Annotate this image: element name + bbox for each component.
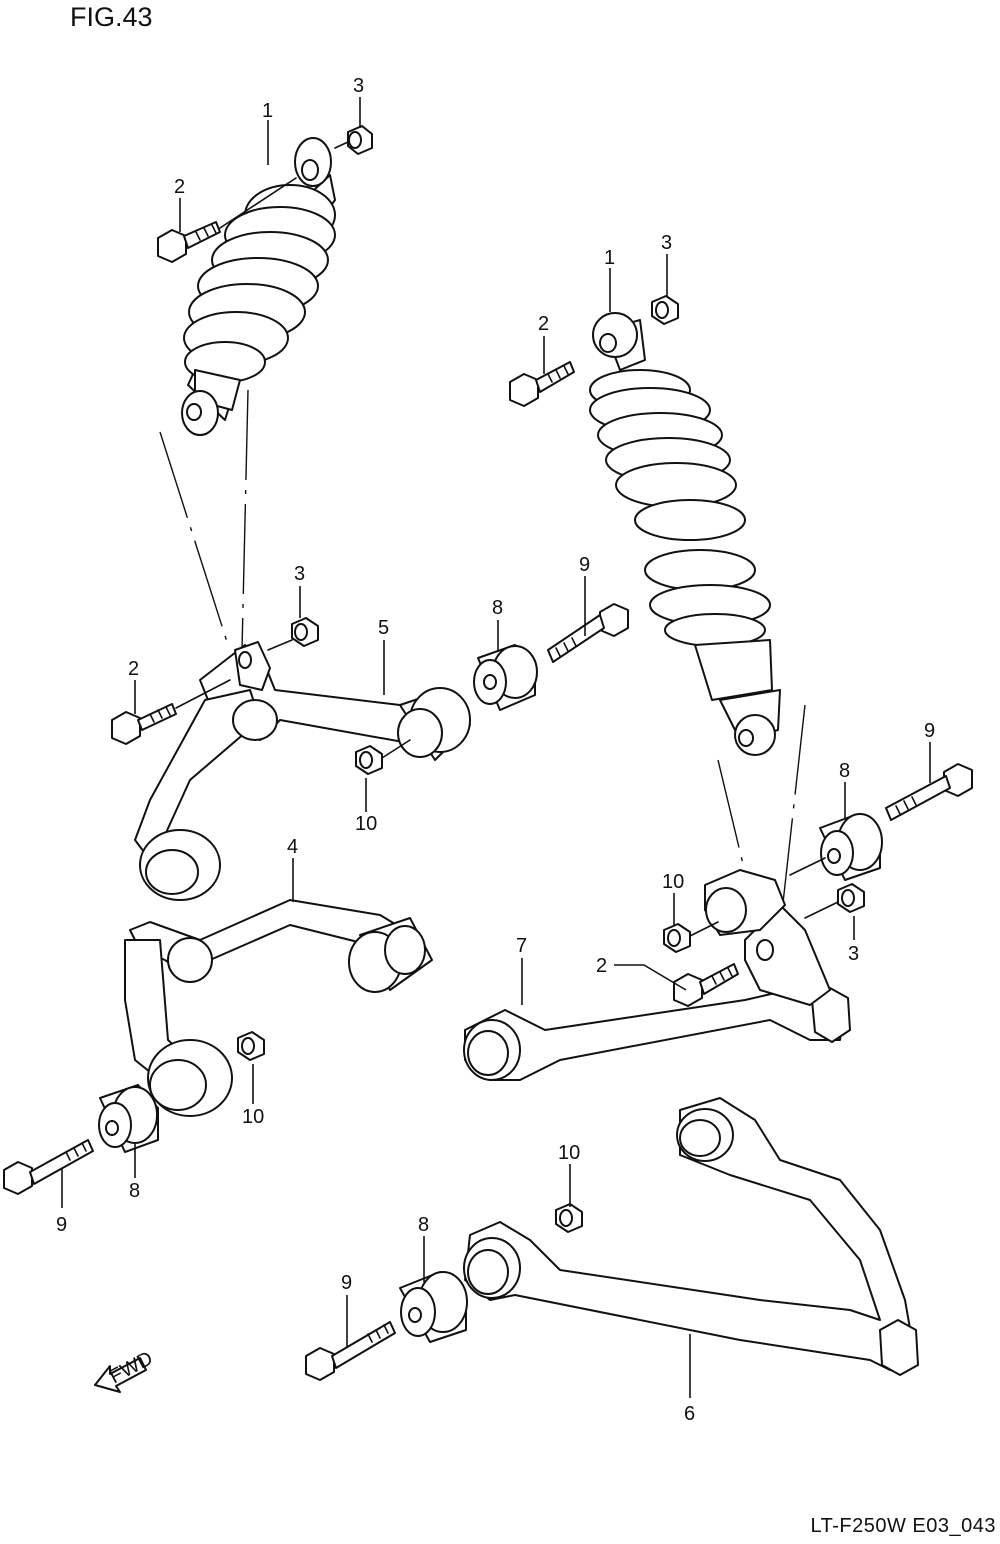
right-shock-nut[interactable]: [651, 295, 679, 325]
lower-nut-10[interactable]: [555, 1203, 583, 1233]
callout-right-shock-nut-3: 3: [661, 232, 672, 254]
callout-right-nut-3: 3: [848, 943, 859, 965]
document-code: LT-F250W E03_043: [810, 1515, 996, 1537]
upper-nut-3[interactable]: [291, 617, 319, 647]
right-shock-bolt[interactable]: [509, 361, 575, 407]
callout-upper-bolt-2: 2: [128, 658, 139, 680]
left-shock-absorber[interactable]: [181, 137, 336, 436]
arm4-bush-8[interactable]: [98, 1084, 159, 1153]
upper-bolt-2[interactable]: [111, 703, 177, 745]
arm-7[interactable]: [463, 869, 851, 1081]
callout-arm4-bolt-9: 9: [56, 1214, 67, 1236]
fwd-label: FWD: [106, 1347, 157, 1388]
lower-bolt-9[interactable]: [305, 1321, 396, 1381]
callout-arm4-bush-8: 8: [129, 1180, 140, 1202]
callout-arm-7: 7: [516, 935, 527, 957]
upper-bush-8[interactable]: [473, 644, 538, 711]
callout-arm-6: 6: [684, 1403, 695, 1425]
right-bush-8[interactable]: [819, 813, 883, 881]
arm4-nut-10[interactable]: [237, 1031, 265, 1061]
callout-right-nut-10: 10: [662, 871, 684, 893]
callout-upper-arm-5: 5: [378, 617, 389, 639]
right-bolt-2[interactable]: [673, 963, 739, 1007]
left-shock-bolt[interactable]: [157, 221, 221, 263]
arm-6[interactable]: [463, 1097, 919, 1376]
callout-right-bolt-9: 9: [924, 720, 935, 742]
callout-arm-4: 4: [287, 836, 298, 858]
callout-right-shock-bolt-2: 2: [538, 313, 549, 335]
callout-lower-bolt-9: 9: [341, 1272, 352, 1294]
callout-lower-nut-10: 10: [558, 1142, 580, 1164]
leader-lines: [61, 97, 931, 1398]
figure-label: FIG.43: [70, 2, 153, 32]
right-shock-absorber[interactable]: [589, 312, 781, 756]
upper-arm-5[interactable]: [134, 641, 471, 901]
callout-right-shock-1: 1: [604, 247, 615, 269]
callout-lower-bush-8: 8: [418, 1214, 429, 1236]
callout-left-shock-1: 1: [262, 100, 273, 122]
upper-nut-10[interactable]: [355, 745, 383, 775]
callout-upper-nut-10: 10: [355, 813, 377, 835]
upper-bolt-9[interactable]: [547, 603, 629, 663]
callout-right-bolt-2: 2: [596, 955, 607, 977]
callout-upper-bolt-9: 9: [579, 554, 590, 576]
lower-bush-8[interactable]: [399, 1271, 468, 1343]
callout-left-shock-bolt-2: 2: [174, 176, 185, 198]
right-nut-10[interactable]: [663, 923, 691, 953]
right-nut-3[interactable]: [837, 883, 865, 913]
callout-upper-nut-3: 3: [294, 563, 305, 585]
callout-upper-bush-8: 8: [492, 597, 503, 619]
callout-numbers: 1 3 2 1 3 2 3 5 8 9 2 10 4 10 8 9 9 8 10…: [56, 75, 935, 1425]
left-shock-nut[interactable]: [347, 125, 373, 155]
right-bolt-9[interactable]: [885, 763, 973, 821]
fwd-arrow-icon: FWD: [94, 1347, 157, 1393]
arm4-bolt-9[interactable]: [3, 1139, 94, 1195]
arm-4[interactable]: [124, 899, 433, 1117]
callout-arm4-nut-10: 10: [242, 1106, 264, 1128]
callout-left-shock-nut-3: 3: [353, 75, 364, 97]
callout-right-bush-8: 8: [839, 760, 850, 782]
